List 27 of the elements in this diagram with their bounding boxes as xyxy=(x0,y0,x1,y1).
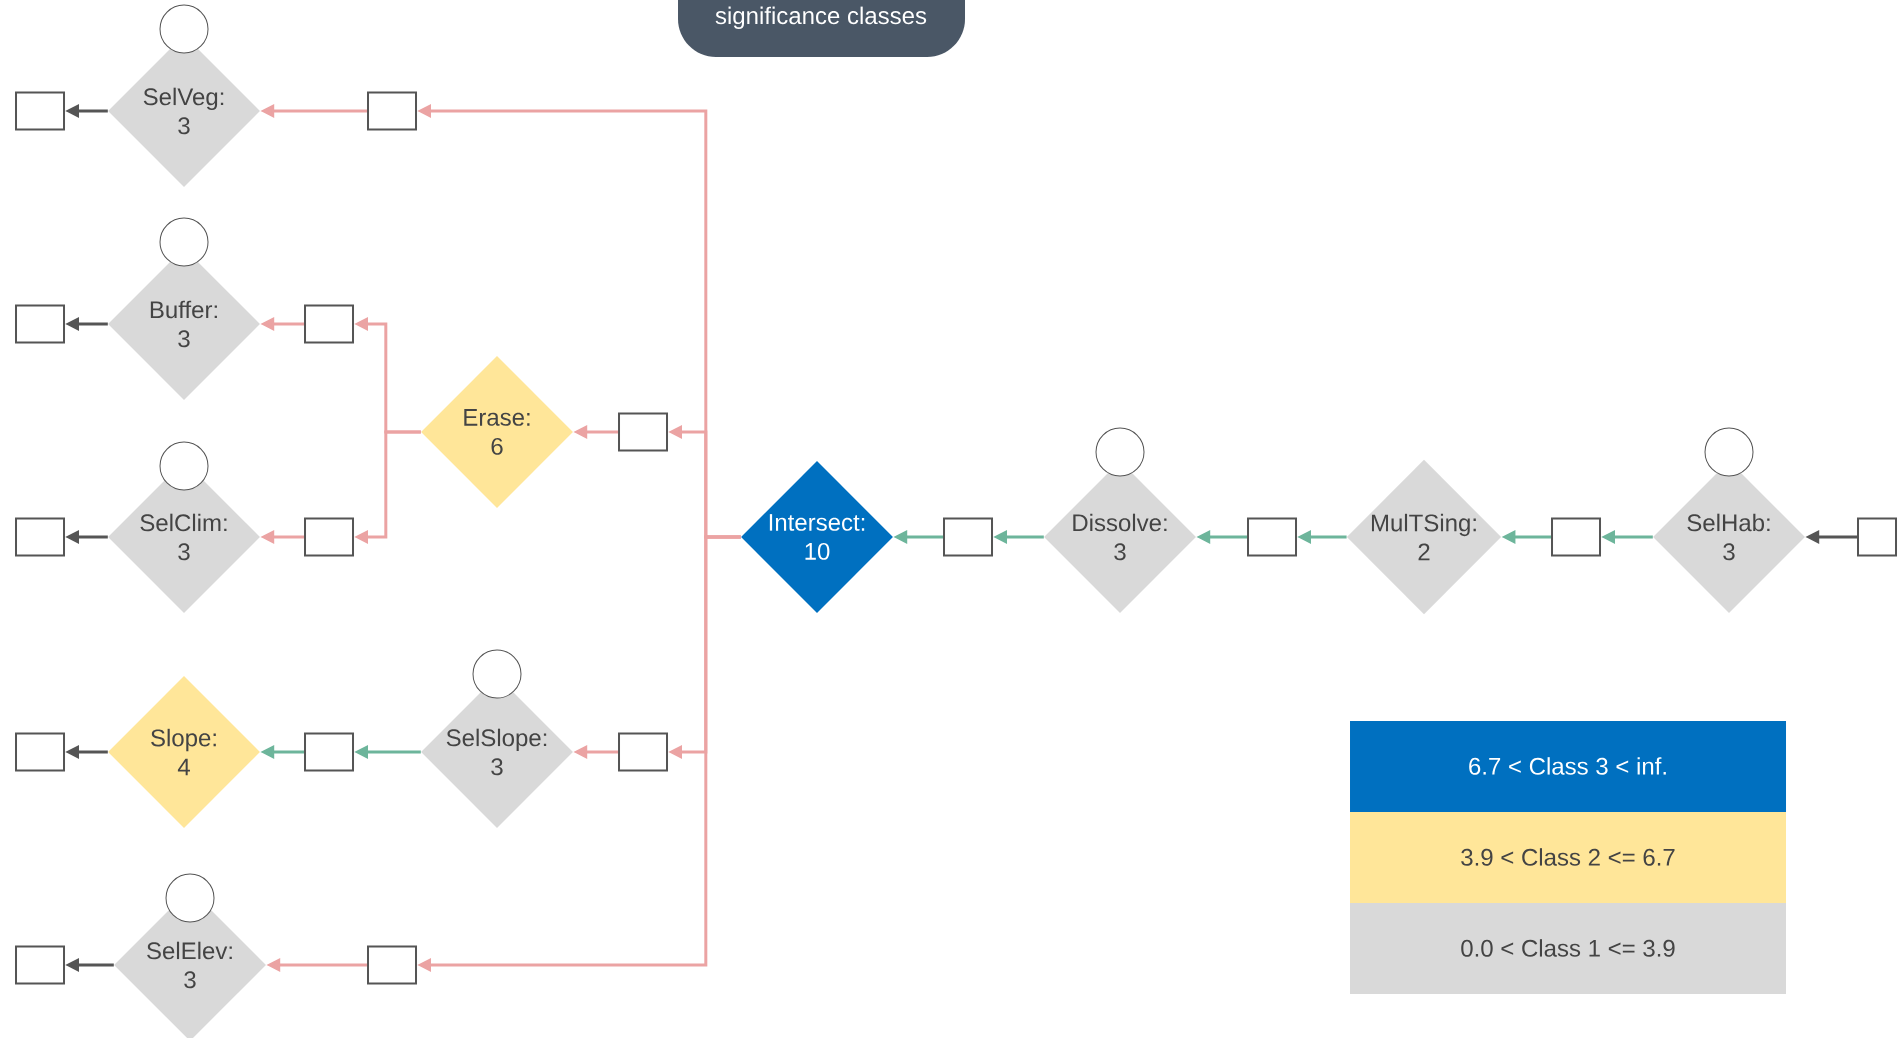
box xyxy=(15,304,65,344)
circle xyxy=(159,4,209,54)
box xyxy=(304,732,354,772)
circle xyxy=(159,217,209,267)
legend-entry: 6.7 < Class 3 < inf. xyxy=(1350,721,1786,812)
box xyxy=(1857,517,1897,557)
box xyxy=(618,412,668,452)
legend-entry: 3.9 < Class 2 <= 6.7 xyxy=(1350,812,1786,903)
box xyxy=(304,304,354,344)
circle xyxy=(159,441,209,491)
circle xyxy=(472,649,522,699)
box xyxy=(15,945,65,985)
circle xyxy=(1704,427,1754,477)
box xyxy=(367,91,417,131)
box xyxy=(618,732,668,772)
box xyxy=(1551,517,1601,557)
title-pill: significance classes xyxy=(678,0,965,57)
legend-entry: 0.0 < Class 1 <= 3.9 xyxy=(1350,903,1786,994)
box xyxy=(304,517,354,557)
box xyxy=(15,517,65,557)
circle xyxy=(165,873,215,923)
box xyxy=(1247,517,1297,557)
circle xyxy=(1095,427,1145,477)
box xyxy=(943,517,993,557)
box xyxy=(15,732,65,772)
box xyxy=(367,945,417,985)
box xyxy=(15,91,65,131)
